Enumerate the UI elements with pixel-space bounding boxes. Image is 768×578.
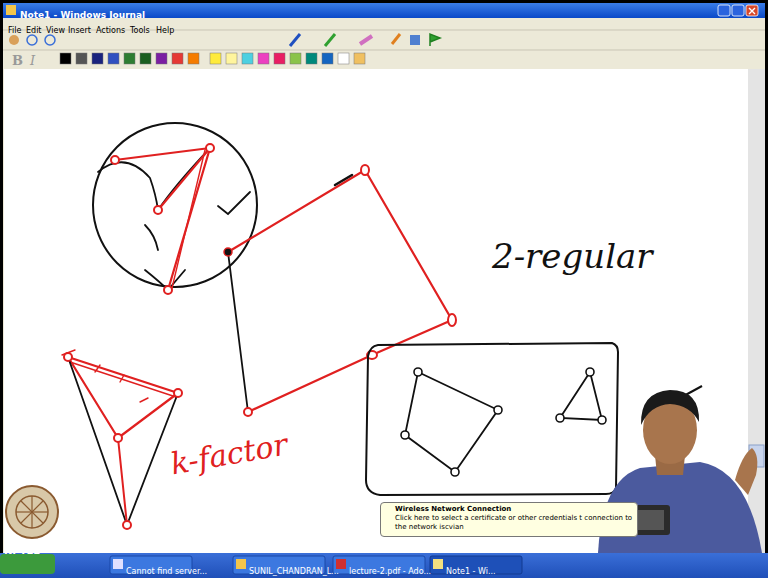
- taskbar-item: Note1 - Wi...: [446, 568, 496, 577]
- logo-text: NPTEL: [4, 545, 40, 556]
- taskbar-item: Cannot find server...: [126, 568, 207, 577]
- taskbar-item: lecture-2.pdf - Ado...: [349, 568, 431, 577]
- italic-button: I: [30, 54, 35, 68]
- handwritten-note: 2-regular: [492, 238, 653, 275]
- label-box: NPTEL: [4, 540, 40, 558]
- menu-item: Edit: [26, 27, 42, 36]
- label-box: B: [12, 51, 23, 69]
- handwritten-note: k-factor: [168, 428, 290, 481]
- label-box: View: [46, 19, 65, 37]
- balloon-heading: Wireless Network Connection: [395, 505, 633, 514]
- label-box: Edit: [26, 19, 42, 37]
- label-box: File: [8, 19, 21, 37]
- label-box: Help: [156, 19, 174, 37]
- label-box: Cannot find server...: [126, 560, 207, 578]
- window-title: Note1 - Windows Journal: [20, 10, 145, 20]
- menu-item: Tools: [130, 27, 150, 36]
- bold-button: B: [12, 54, 23, 68]
- window-title-box: Note1 - Windows Journal: [20, 4, 145, 22]
- label-box: lecture-2.pdf - Ado...: [349, 560, 431, 578]
- label-box: Note1 - Wi...: [446, 560, 496, 578]
- label-box: k-factor: [168, 428, 290, 481]
- label-box: Tools: [130, 19, 150, 37]
- menu-item: Help: [156, 27, 174, 36]
- menu-item: View: [46, 27, 65, 36]
- notification-balloon: Wireless Network ConnectionClick here to…: [380, 502, 638, 537]
- label-box: SUNIL_CHANDRAN_L...: [249, 560, 339, 578]
- label-box: Insert: [68, 19, 91, 37]
- balloon-body: Click here to select a certificate or ot…: [395, 514, 633, 532]
- menu-item: File: [8, 27, 21, 36]
- label-box: 2-regular: [492, 238, 653, 275]
- label-box: Actions: [96, 19, 125, 37]
- label-box: I: [30, 51, 35, 69]
- taskbar-item: SUNIL_CHANDRAN_L...: [249, 568, 339, 577]
- menu-item: Actions: [96, 27, 125, 36]
- menu-item: Insert: [68, 27, 91, 36]
